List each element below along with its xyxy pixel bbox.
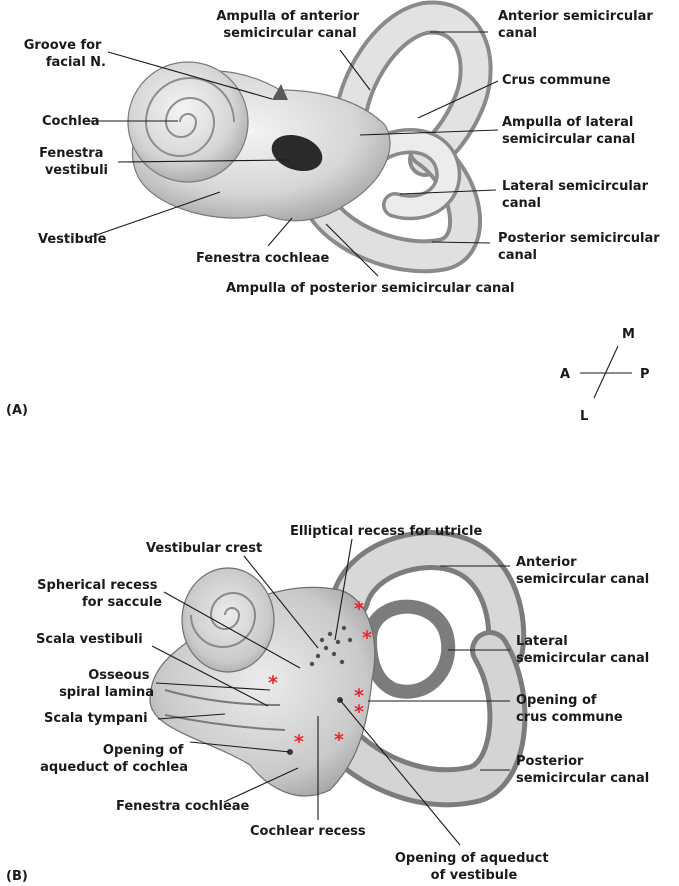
label-vestibule: Vestibule [38,232,107,247]
label-ampulla-anterior: Ampulla of anterior semicircular canal [216,9,363,41]
label-scala-vestibuli: Scala vestibuli [36,632,143,647]
asterisk-marker: * [334,729,344,751]
label-b-anterior-canal: Anterior semicircular canal [516,555,649,587]
label-fenestra-vestibuli: Fenestra vestibuli [39,146,108,178]
label-spherical-recess: Spherical recess for saccule [37,578,162,610]
asterisk-marker: * [362,627,372,649]
label-ampulla-lateral: Ampulla of lateral semicircular canal [502,115,638,147]
asterisk-marker: * [268,672,278,694]
asterisk-marker: * [294,731,304,753]
panel-a-illustration [128,17,476,256]
label-vestibular-crest: Vestibular crest [146,541,262,556]
label-b-lateral-canal: Lateral semicircular canal [516,634,649,666]
asterisk-marker: * [354,598,364,620]
label-opening-crus: Opening of crus commune [516,693,623,725]
orient-l: L [580,409,588,424]
label-ampulla-posterior: Ampulla of posterior semicircular canal [226,281,514,296]
orient-a: A [560,367,570,382]
label-lateral-canal: Lateral semicircular canal [502,179,653,211]
orientation-key: M A P L [560,327,650,424]
label-cochlea: Cochlea [42,114,99,129]
label-opening-aqueduct-cochlea: Opening of aqueduct of cochlea [40,743,188,775]
label-b-fenestra-cochleae: Fenestra cochleae [116,799,250,814]
label-anterior-canal: Anterior semicircular canal [498,9,657,41]
asterisk-marker: * [354,701,364,723]
label-b-posterior-canal: Posterior semicircular canal [516,754,649,786]
label-elliptical-recess: Elliptical recess for utricle [290,524,482,539]
label-crus-commune: Crus commune [502,73,611,88]
label-cochlear-recess: Cochlear recess [250,824,366,839]
label-osseous-lamina: Osseous spiral lamina [59,668,154,700]
panel-a-tag: (A) [6,403,28,418]
label-groove-facial: Groove for facial N. [24,38,106,70]
cochlea-spiral [128,62,248,182]
b-lateral-canal [370,607,448,692]
orient-m: M [622,327,635,342]
label-fenestra-cochleae-a: Fenestra cochleae [196,251,330,266]
label-scala-tympani: Scala tympani [44,711,148,726]
label-posterior-canal: Posterior semicircular canal [498,231,664,263]
orient-p: P [640,367,650,382]
panel-b-tag: (B) [6,869,28,884]
label-opening-aqueduct-vestibule: Opening of aqueduct of vestibule [395,851,553,883]
b-cochlea [182,568,274,672]
